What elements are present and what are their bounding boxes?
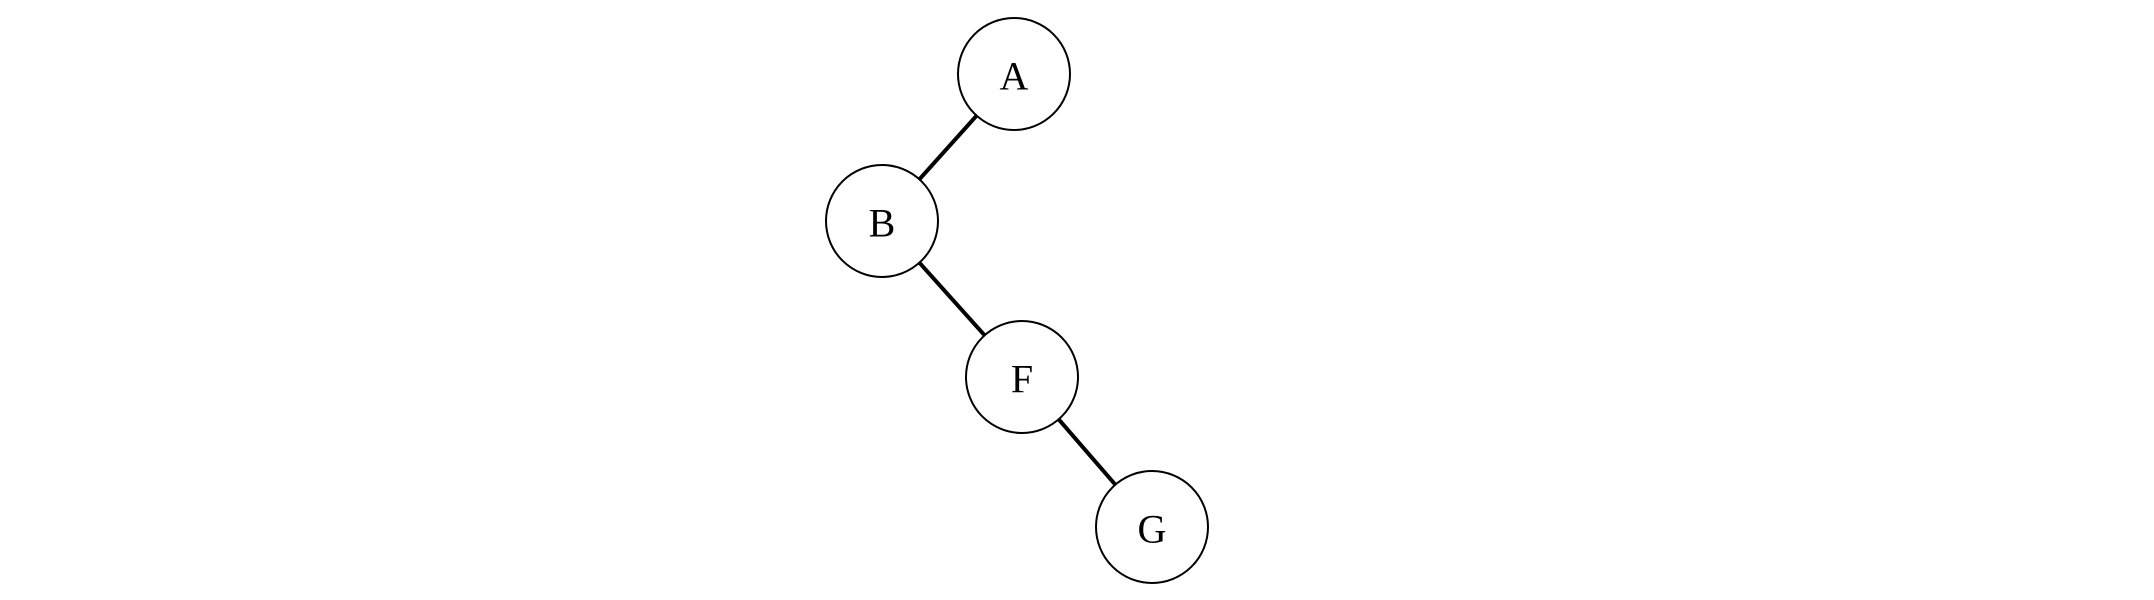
- node-a-circle[interactable]: [957, 17, 1071, 131]
- node-f[interactable]: F: [965, 320, 1079, 434]
- node-g-label: G: [1138, 507, 1167, 552]
- node-f-circle[interactable]: [965, 320, 1079, 434]
- node-g[interactable]: G: [1095, 470, 1209, 584]
- node-a-label: A: [1000, 54, 1029, 99]
- node-g-circle[interactable]: [1095, 470, 1209, 584]
- node-b[interactable]: B: [825, 164, 939, 278]
- edge-f-g: [1057, 418, 1117, 486]
- node-b-label: B: [869, 201, 896, 246]
- edge-group: [917, 114, 1117, 486]
- node-group: A B F G: [825, 17, 1209, 584]
- edge-a-b: [917, 114, 979, 181]
- node-f-label: F: [1011, 357, 1033, 402]
- edge-b-f: [917, 261, 987, 337]
- node-a[interactable]: A: [957, 17, 1071, 131]
- node-b-circle[interactable]: [825, 164, 939, 278]
